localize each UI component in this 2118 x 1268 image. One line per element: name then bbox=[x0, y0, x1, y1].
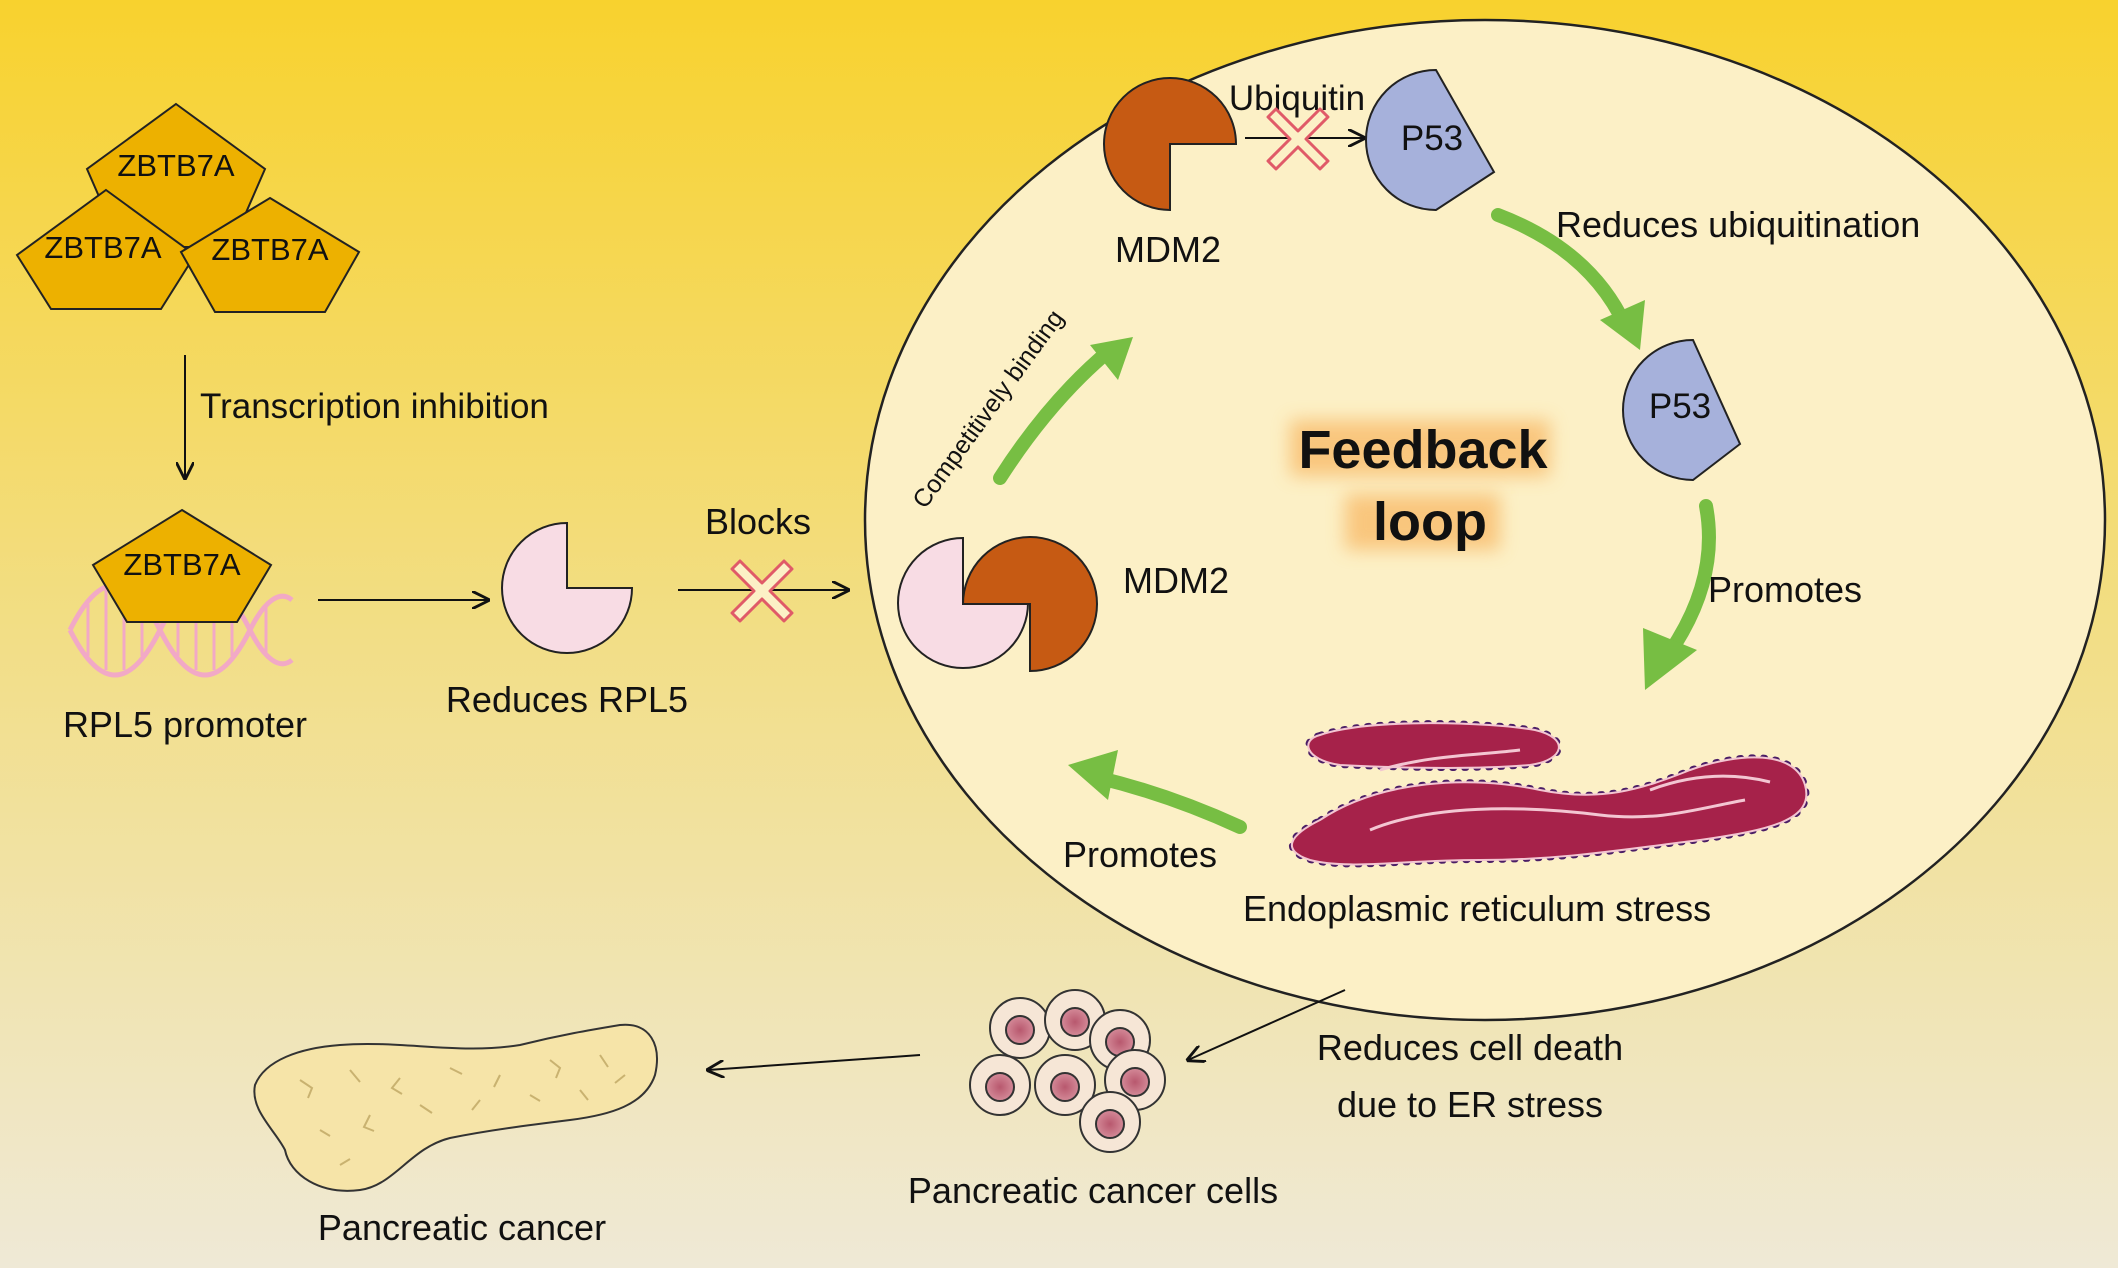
mdm2-top-shape bbox=[1103, 77, 1238, 212]
reduces-cell-death-line1: Reduces cell death bbox=[1317, 1027, 1623, 1068]
rpl5-mdm2-complex bbox=[897, 536, 1098, 673]
complex-rpl5-shape bbox=[897, 536, 1030, 669]
p53-right-label: P53 bbox=[1649, 387, 1711, 426]
pancreatic-cancer-cells-label: Pancreatic cancer cells bbox=[908, 1170, 1278, 1211]
zbtb7a-label-promoter: ZBTB7A bbox=[123, 547, 240, 582]
feedback-loop-line2: loop bbox=[1373, 492, 1487, 552]
cancer-cell-cluster-icon bbox=[969, 989, 1166, 1153]
cross-block-icon bbox=[730, 559, 794, 623]
pancreas-organ-icon bbox=[253, 1023, 658, 1192]
promotes-left-label: Promotes bbox=[1063, 834, 1217, 875]
promotes-right-label: Promotes bbox=[1708, 569, 1862, 610]
promotes-right-arrowhead bbox=[1643, 628, 1697, 690]
zbtb7a-label-right: ZBTB7A bbox=[211, 232, 328, 267]
competitively-binding-arrow bbox=[993, 343, 1117, 485]
rpl5-shape bbox=[501, 521, 634, 654]
er-to-cells-arrow bbox=[1188, 989, 1346, 1060]
feedback-loop-label: Feedback loop bbox=[1290, 420, 1550, 552]
reduces-cell-death-line2: due to ER stress bbox=[1337, 1084, 1603, 1125]
feedback-loop-line1: Feedback bbox=[1298, 420, 1548, 480]
er-stress-label: Endoplasmic reticulum stress bbox=[1243, 888, 1711, 929]
reduces-rpl5-label: Reduces RPL5 bbox=[446, 679, 688, 720]
endoplasmic-reticulum-icon bbox=[1288, 720, 1810, 868]
rpl5-promoter-label: RPL5 promoter bbox=[63, 704, 307, 745]
ubiquitin-label: Ubiquitin bbox=[1229, 79, 1365, 118]
reduces-ubiquitination-arrowhead bbox=[1600, 300, 1645, 350]
pancreatic-cancer-label: Pancreatic cancer bbox=[318, 1207, 606, 1248]
cells-to-pancreas-arrow bbox=[708, 1054, 921, 1070]
promotes-right-arrow bbox=[1661, 499, 1716, 662]
transcription-inhibition-label: Transcription inhibition bbox=[200, 387, 549, 426]
blocks-label: Blocks bbox=[705, 501, 811, 542]
zbtb7a-pentagon-right bbox=[179, 196, 361, 313]
reduces-ubiquitination-label: Reduces ubiquitination bbox=[1556, 204, 1920, 245]
promotes-left-arrowhead bbox=[1068, 750, 1118, 800]
competitively-binding-arrowhead bbox=[1090, 337, 1133, 380]
mdm2-complex-label: MDM2 bbox=[1123, 560, 1229, 601]
cross-block-icon bbox=[1266, 107, 1330, 171]
zbtb7a-pentagon-promoter bbox=[91, 508, 273, 623]
reduces-ubiquitination-arrow bbox=[1491, 208, 1632, 332]
zbtb7a-label-left: ZBTB7A bbox=[44, 230, 161, 265]
p53-top-label: P53 bbox=[1401, 119, 1463, 158]
p53-right-shape bbox=[1622, 338, 1742, 482]
zbtb7a-pentagon-left bbox=[15, 188, 197, 310]
complex-mdm2-shape bbox=[961, 536, 1098, 673]
mdm2-top-label: MDM2 bbox=[1115, 229, 1221, 270]
zbtb7a-label-top: ZBTB7A bbox=[117, 148, 234, 183]
zbtb7a-trimer: ZBTB7A ZBTB7A ZBTB7A bbox=[15, 102, 361, 313]
p53-top-shape bbox=[1365, 68, 1496, 212]
promotes-left-arrow bbox=[1093, 771, 1247, 834]
